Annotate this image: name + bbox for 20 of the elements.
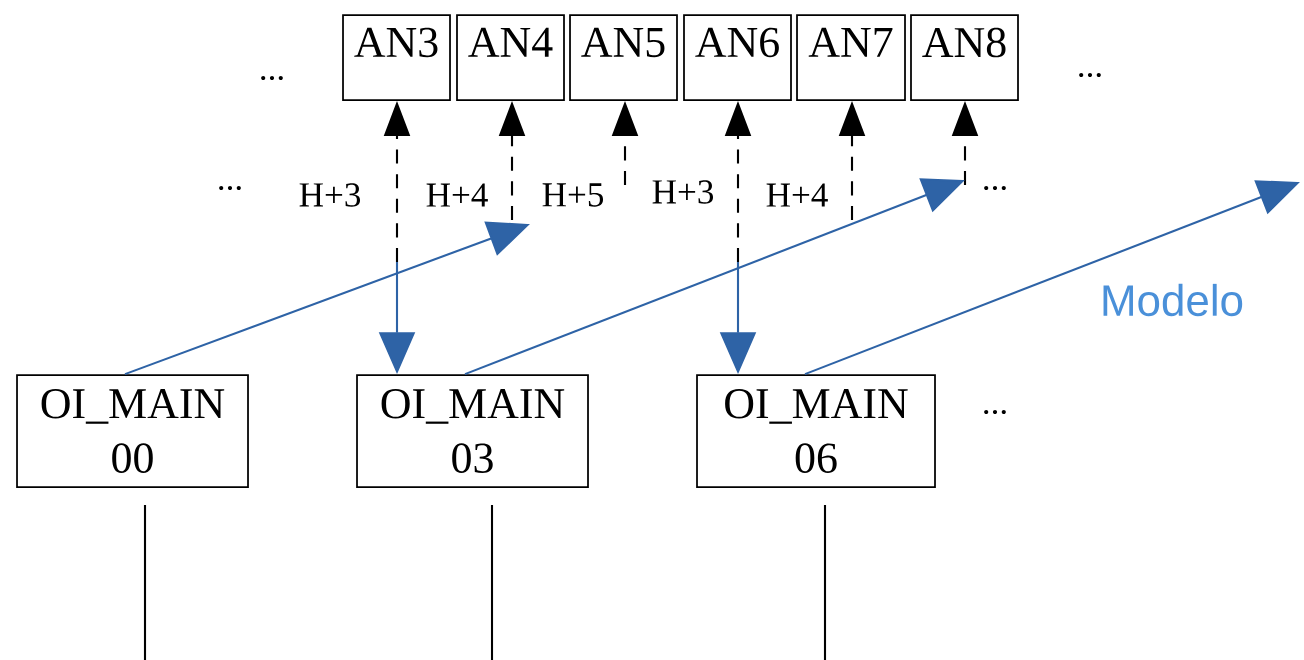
- label-text: ...: [984, 409, 1006, 415]
- register-box: AN3: [342, 14, 451, 101]
- register-box: AN5: [569, 14, 678, 101]
- register-box: AN6: [683, 14, 792, 101]
- label-text: H+3: [299, 183, 360, 207]
- label-text: ...: [219, 185, 241, 191]
- label-text: H+4: [426, 183, 488, 207]
- label-text: ...: [984, 185, 1006, 191]
- label-text: H+5: [542, 183, 603, 207]
- label-text: ...: [1079, 72, 1101, 78]
- process-box: OI_MAIN 06: [696, 374, 936, 488]
- label-text: H+3: [652, 180, 713, 204]
- register-box: AN8: [910, 14, 1019, 101]
- label-text: H+4: [766, 183, 828, 207]
- register-box: AN7: [796, 14, 906, 101]
- process-box: OI_MAIN 00: [16, 374, 249, 488]
- label-text: ...: [261, 75, 283, 81]
- register-box: AN4: [456, 14, 565, 101]
- process-box: OI_MAIN 03: [356, 374, 589, 488]
- label-text: Modelo: [1103, 283, 1243, 317]
